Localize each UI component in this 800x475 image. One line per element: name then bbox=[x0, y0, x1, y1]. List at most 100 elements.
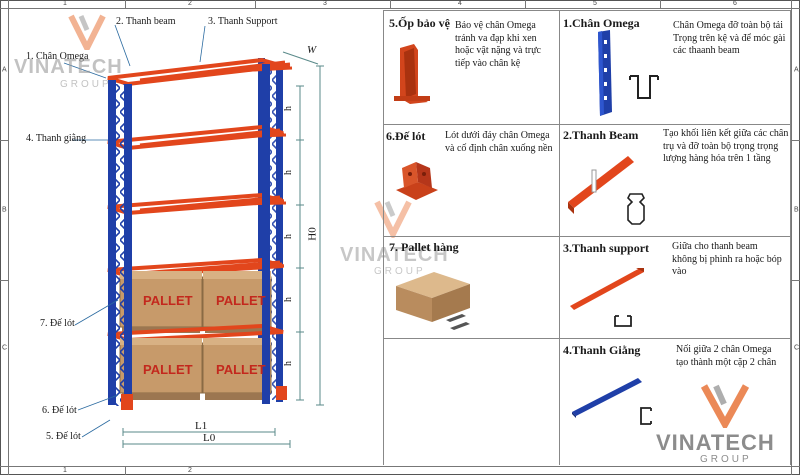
dim-h: h bbox=[283, 170, 294, 175]
ruler-bottom: 1 2 bbox=[0, 466, 800, 475]
ruler-num: 4 bbox=[458, 0, 462, 7]
ruler-top: 1 2 3 4 5 6 bbox=[0, 0, 800, 9]
ruler-tick bbox=[390, 0, 391, 9]
dim-h: h bbox=[283, 234, 294, 239]
vinatech-logo-bottom-right: VINATECH GROUP bbox=[656, 384, 795, 465]
logo-name: VINATECH bbox=[340, 244, 449, 266]
logo-sub: GROUP bbox=[374, 266, 426, 277]
title-thanh-giang: 4.Thanh Giằng bbox=[563, 343, 641, 357]
ruler-tick bbox=[0, 280, 9, 281]
dim-w: W bbox=[307, 44, 317, 56]
vinatech-logo-top-left: VINATECH GROUP bbox=[12, 14, 142, 94]
title-thanh-support: 3.Thanh support bbox=[563, 241, 650, 255]
callout-thanh-support: 3. Thanh Support bbox=[208, 16, 278, 27]
leader-lines bbox=[63, 24, 206, 438]
ruler-letter: A bbox=[794, 66, 799, 74]
ruler-num: 1 bbox=[63, 0, 67, 7]
desc-de-lot: Lót dưới đáy chân Omega và cố định chân … bbox=[445, 130, 553, 154]
ruler-left: A B C bbox=[0, 0, 9, 475]
dim-l0: L0 bbox=[203, 432, 216, 444]
cell-de-lot bbox=[383, 125, 560, 237]
callout-de-lot-5: 5. Đế lót bbox=[46, 431, 81, 442]
title-chan-omega: 1.Chân Omega bbox=[563, 16, 640, 30]
dim-h: h bbox=[283, 361, 294, 366]
cell-thanh-giang bbox=[560, 339, 791, 465]
dim-h: h bbox=[283, 297, 294, 302]
desc-op-bao-ve: Bảo vệ chân Omega tránh va đạp khi xen h… bbox=[455, 20, 541, 69]
brace-bar-image bbox=[572, 378, 642, 418]
support-bar-image bbox=[570, 268, 644, 310]
title-thanh-beam: 2.Thanh Beam bbox=[563, 128, 639, 142]
ruler-letter: B bbox=[2, 206, 7, 214]
ruler-letter: C bbox=[2, 344, 8, 352]
callout-de-lot-7: 7. Đế lót bbox=[40, 318, 75, 329]
ruler-letter: B bbox=[794, 206, 799, 214]
upright-front-right bbox=[262, 64, 270, 404]
brace-left-frame bbox=[112, 84, 126, 406]
pallet-upper-right bbox=[202, 271, 272, 333]
pallet-label: PALLET bbox=[143, 293, 193, 308]
title-de-lot: 6.Đế lót bbox=[386, 129, 426, 143]
dim-h: h bbox=[283, 106, 294, 111]
support-profile-icon bbox=[614, 315, 632, 327]
desc-thanh-support: Giữa cho thanh beam không bị phình ra ho… bbox=[672, 241, 782, 277]
pallet-lower-left bbox=[119, 338, 203, 400]
ruler-tick bbox=[255, 0, 256, 9]
ruler-tick bbox=[125, 467, 126, 475]
ruler-num: 5 bbox=[593, 0, 597, 7]
rack-diagram bbox=[63, 24, 324, 448]
logo-v-icon bbox=[374, 200, 412, 238]
logo-sub: GROUP bbox=[700, 454, 752, 465]
cell-pallet-hang bbox=[383, 237, 560, 339]
logo-sub: GROUP bbox=[60, 79, 112, 90]
callout-chan-omega: 1. Chân Omega bbox=[26, 51, 89, 62]
desc-chan-omega: Chân Omega đỡ toàn bộ tải Trọng trên kệ … bbox=[673, 20, 786, 56]
base-plate-image bbox=[396, 162, 438, 200]
ruler-num: 1 bbox=[63, 467, 67, 474]
upright-front-left-inner bbox=[124, 84, 132, 409]
ruler-num: 3 bbox=[323, 0, 327, 7]
upright-back-right-2 bbox=[276, 62, 283, 402]
omega-profile-icon bbox=[629, 75, 659, 99]
ruler-tick bbox=[792, 280, 800, 281]
ruler-tick bbox=[0, 140, 9, 141]
cell-empty bbox=[383, 339, 560, 465]
cell-thanh-support bbox=[560, 237, 791, 339]
omega-upright-image bbox=[598, 30, 612, 116]
pallet-label: PALLET bbox=[216, 293, 266, 308]
cell-op-bao-ve bbox=[383, 10, 560, 125]
ruler-tick bbox=[792, 140, 800, 141]
ruler-right: A B C bbox=[791, 0, 800, 475]
ruler-tick bbox=[660, 0, 661, 9]
title-pallet-hang: 7. Pallet hàng bbox=[389, 240, 459, 254]
callout-thanh-beam: 2. Thanh beam bbox=[116, 16, 176, 27]
pallet-label: PALLET bbox=[216, 362, 266, 377]
shelf-level-1 bbox=[107, 57, 293, 87]
ruler-num: 2 bbox=[188, 467, 192, 474]
ruler-tick bbox=[525, 0, 526, 9]
ruler-num: 6 bbox=[733, 0, 737, 7]
vinatech-logo-center: VINATECH GROUP bbox=[338, 200, 468, 280]
logo-v-icon bbox=[68, 14, 106, 50]
callout-de-lot-6: 6. Đế lót bbox=[42, 405, 77, 416]
brace-profile-icon bbox=[640, 407, 652, 425]
pallet-box-image bbox=[396, 272, 470, 330]
upright-back-right bbox=[258, 58, 265, 400]
beam-profile-icon bbox=[627, 193, 645, 225]
logo-name: VINATECH bbox=[656, 430, 775, 455]
ruler-tick bbox=[125, 0, 126, 9]
column-protector-image bbox=[394, 44, 430, 104]
title-op-bao-ve: 5.Ốp bảo vệ bbox=[389, 16, 451, 30]
callout-thanh-giang: 4. Thanh giằng bbox=[26, 133, 87, 144]
pallet-lower-right bbox=[202, 338, 272, 400]
dimension-lines bbox=[122, 51, 324, 448]
beam-image bbox=[568, 156, 634, 214]
logo-v-icon bbox=[700, 384, 750, 428]
ruler-num: 2 bbox=[188, 0, 192, 7]
dim-h0: H0 bbox=[306, 227, 319, 241]
ruler-letter: C bbox=[794, 344, 800, 352]
column-protector bbox=[276, 386, 287, 400]
desc-thanh-beam: Tạo khối liên kết giữa các chân trụ và đ… bbox=[663, 128, 789, 164]
cell-chan-omega bbox=[560, 10, 791, 125]
ruler-letter: A bbox=[2, 66, 7, 74]
